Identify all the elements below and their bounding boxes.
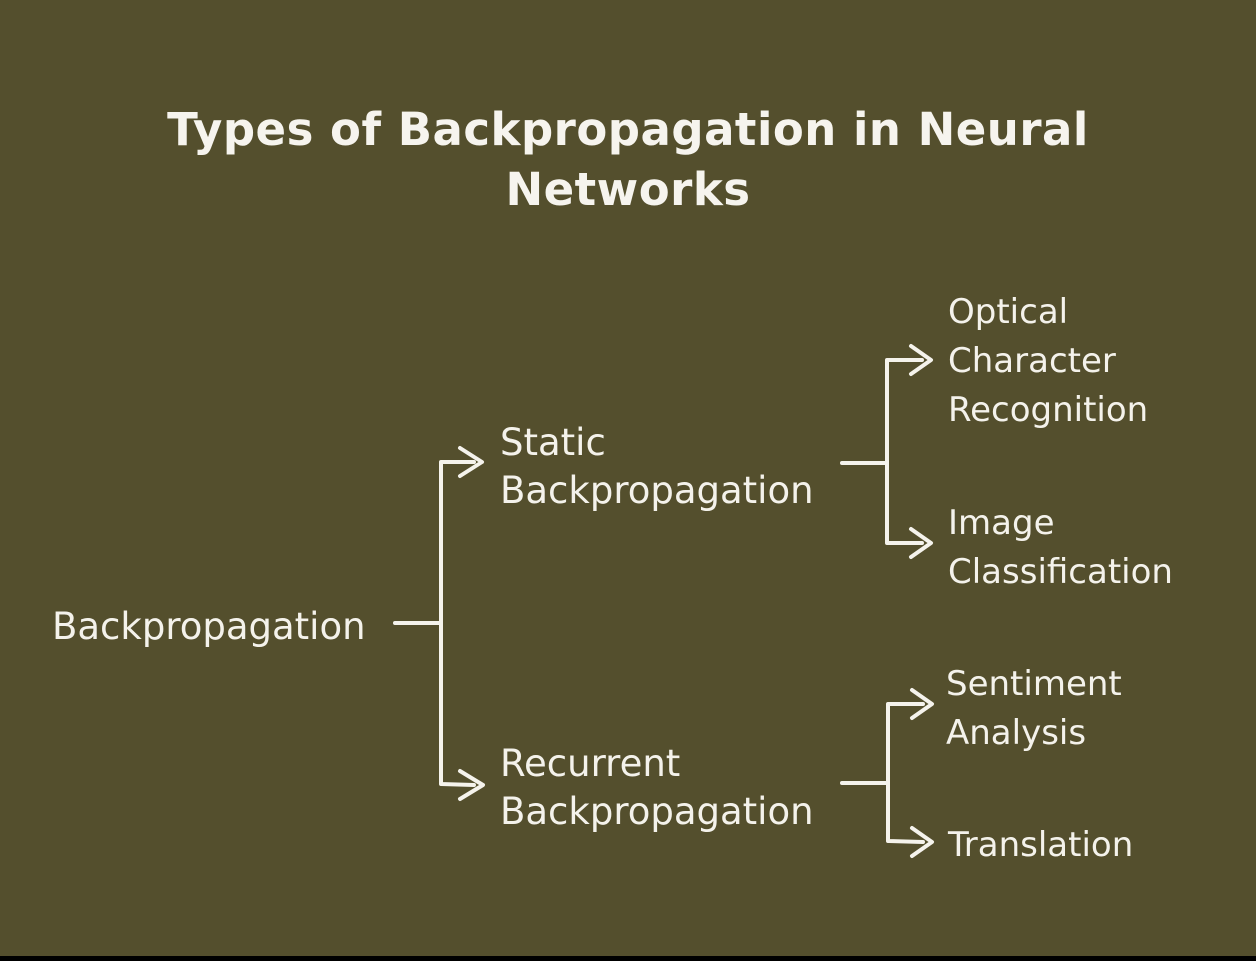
node-backpropagation: Backpropagation	[52, 603, 366, 651]
node-sentiment-analysis: Sentiment Analysis	[946, 660, 1122, 758]
diagram-title-line-2: Networks	[505, 163, 751, 216]
node-ocr-line-3: Recognition	[948, 390, 1149, 430]
node-static-line-2: Backpropagation	[500, 469, 814, 512]
arrowhead-sentiment-icon	[910, 688, 934, 720]
arrowhead-ocr-icon	[909, 344, 933, 376]
connector-recurrent-to-sentiment	[886, 702, 925, 785]
connector-root-to-static	[393, 460, 476, 625]
connector-static-bracket	[840, 344, 933, 559]
bottom-edge-bar	[0, 956, 1256, 961]
node-ocr-line-1: Optical	[948, 292, 1069, 332]
node-recurrent-line-1: Recurrent	[500, 742, 681, 785]
connector-static-to-ocr	[885, 358, 924, 465]
node-ocr-line-2: Character	[948, 341, 1116, 381]
node-static-line-1: Static	[500, 421, 606, 464]
node-image-classification-line-1: Image	[948, 503, 1055, 543]
node-sentiment-line-1: Sentiment	[946, 664, 1122, 704]
node-backpropagation-label: Backpropagation	[52, 605, 366, 648]
node-static-backpropagation: Static Backpropagation	[500, 419, 814, 515]
node-translation-line-1: Translation	[948, 825, 1134, 865]
arrowhead-static-icon	[458, 446, 484, 478]
arrowhead-recurrent-icon	[458, 769, 485, 801]
node-recurrent-line-2: Backpropagation	[500, 790, 814, 833]
node-recurrent-backpropagation: Recurrent Backpropagation	[500, 740, 814, 836]
arrowhead-image-classification-icon	[909, 527, 933, 559]
diagram-title-line-1: Types of Backpropagation in Neural	[167, 103, 1089, 156]
node-translation: Translation	[948, 821, 1133, 870]
node-optical-character-recognition: Optical Character Recognition	[948, 288, 1148, 435]
connector-recurrent-to-translation	[886, 781, 925, 844]
connector-static-to-image-classification	[885, 461, 924, 545]
connector-recurrent-bracket	[840, 688, 934, 858]
connector-root-to-recurrent	[439, 621, 476, 787]
connector-root-bracket	[393, 446, 485, 801]
node-image-classification: Image Classification	[948, 499, 1173, 597]
node-image-classification-line-2: Classification	[948, 552, 1173, 592]
diagram-title: Types of Backpropagation in Neural Netwo…	[0, 100, 1256, 220]
node-sentiment-line-2: Analysis	[946, 713, 1087, 753]
arrowhead-translation-icon	[910, 826, 934, 858]
